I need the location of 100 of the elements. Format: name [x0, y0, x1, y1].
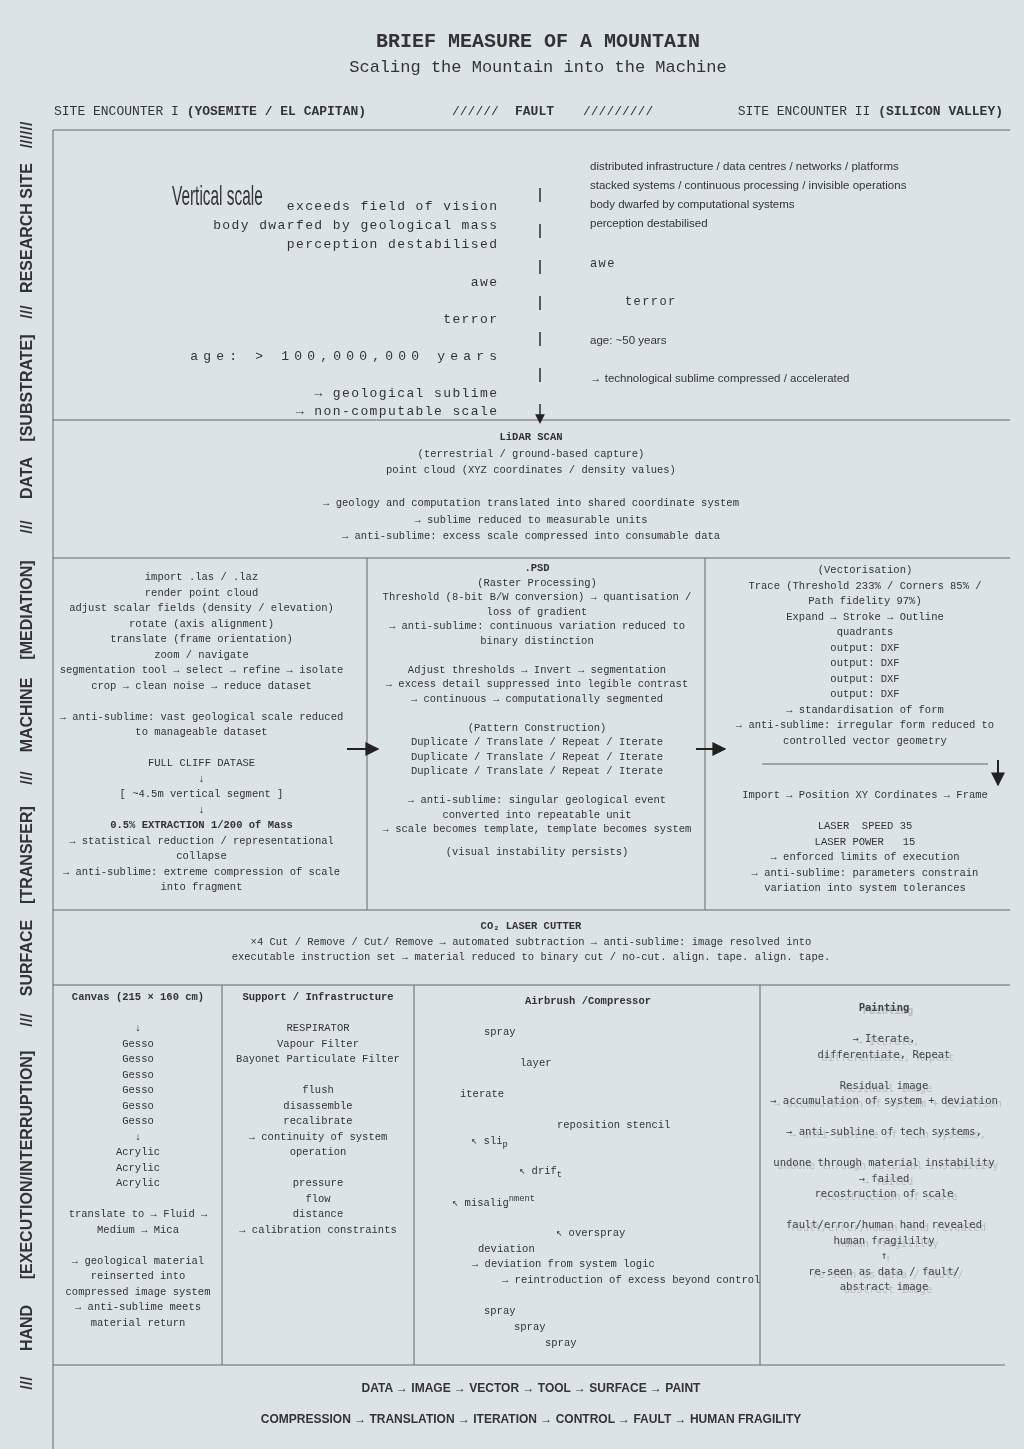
text-line: → technological sublime compressed / accelerated [590, 371, 850, 387]
arrow [346, 742, 380, 756]
section-label: SURFACE [18, 919, 36, 997]
text-line: terror [443, 310, 499, 328]
text-line: disassemble [283, 1098, 353, 1114]
slash-divider: ///////// [583, 104, 654, 120]
text-line: → anti-sublime: parameters constrain variation into system tolerances [750, 865, 980, 896]
text-line: translate (frame orientation) [110, 632, 293, 647]
text-line: perception destabilised [286, 235, 499, 253]
text-line: Residual image [839, 1077, 929, 1093]
text-line: Vertical scale [172, 180, 263, 212]
text-line: zoom / navigate [154, 647, 249, 663]
text-line: Duplicate / Translate / Repeat / Iterate [410, 764, 663, 779]
text-line: → anti-sublime: extreme compression of scale into fragment [61, 864, 342, 895]
section-label: DATA [18, 456, 36, 500]
text-line: (Vectorisation) [817, 563, 913, 578]
text-line: import .las / .laz [144, 570, 259, 585]
text-line: Bayonet Particulate Filter [236, 1052, 400, 1067]
text-line: → failed [858, 1170, 910, 1186]
section-label: MACHINE [18, 677, 36, 753]
heading: 0.5% EXTRACTION 1/200 of Mass [110, 818, 293, 833]
text-line: pressure [292, 1176, 344, 1191]
text-line: translate to → Fluid → Medium → Mica [67, 1207, 209, 1238]
slash-divider: ////// [452, 104, 499, 120]
text-line: → statistical reduction / representational collapse [68, 833, 335, 864]
text-line: Acrylic [115, 1176, 161, 1191]
text-line: → calibration constraints [239, 1222, 397, 1238]
fault-label: FAULT [515, 104, 554, 120]
section-label: HAND [18, 1304, 36, 1352]
section-label: [SUBSTRATE] [18, 334, 36, 442]
arrow [991, 759, 1005, 787]
text-line: distributed infrastructure / data centres / networks / platforms [590, 159, 899, 175]
text-line: perception destabilised [590, 216, 708, 232]
text-line: ↖ sli$_{p}$ [471, 1133, 508, 1152]
text-line: re-seen as data / fault/ abstract image [807, 1263, 961, 1294]
text-line: Import → Position XY Cordinates → Frame [742, 788, 988, 803]
section-label: [EXECUTION/INTERRUPTION] [18, 1050, 36, 1280]
text-line: Gesso [122, 1036, 154, 1052]
section-label: ////// [18, 121, 36, 149]
heading: .PSD [524, 561, 550, 576]
text-line: → anti-sublime: vast geological scale reduced to manageable dataset [58, 709, 345, 740]
text-line: → standardisation of form [786, 702, 944, 718]
subtitle: Scaling the Mountain into the Machine [349, 57, 727, 77]
heading: DATA → IMAGE → VECTOR → TOOL → SURFACE → PAINT [361, 1381, 701, 1397]
fault-arrow [535, 187, 545, 424]
section-label: [TRANSFER] [18, 806, 36, 904]
section-label: /// [18, 771, 36, 785]
text-line: LASER SPEED 35 [817, 819, 913, 834]
text-line: output: DXF [830, 687, 900, 702]
text-line: output: DXF [830, 656, 900, 671]
text-line: → accumulation of system + deviation [770, 1093, 998, 1108]
text-line: Adjust thresholds → Invert → segmentation [407, 662, 667, 677]
title: BRIEF MEASURE OF A MOUNTAIN [374, 30, 702, 53]
text-line: → anti-sublime: excess scale compressed into consumable data [341, 529, 721, 544]
text-line: → enforced limits of execution [770, 850, 960, 865]
text-line: FULL CLIFF DATASE [147, 756, 256, 771]
section-label: [MEDIATION] [18, 560, 36, 660]
text-line: Gesso [122, 1083, 154, 1098]
text-line: → scale becomes template, template becomes system [382, 822, 692, 837]
text-line: → sublime reduced to measurable units [414, 512, 648, 528]
text-line: crop → clean noise → reduce dataset [91, 678, 312, 694]
heading: Painting [858, 1000, 910, 1015]
text-line: [ ~4.5m vertical segment ] [119, 787, 284, 802]
text-line: ↓ [198, 771, 205, 787]
text-line: → anti-sublime: continuous variation reduced to binary distinction [387, 619, 687, 648]
text-line: → anti-subline of tech systems, [786, 1124, 982, 1139]
text-line: Gesso [122, 1067, 154, 1083]
text-line: ↓ [198, 802, 205, 818]
text-line: render point cloud [144, 585, 259, 601]
text-line: (Pattern Construction) [467, 720, 607, 735]
text-line: rotate (axis alignment) [129, 616, 274, 632]
text-line: stacked systems / continuous processing / invisible operations [590, 178, 907, 194]
text-line: Vapour Filter [277, 1036, 359, 1052]
text-line: age: ~50 years [590, 333, 667, 349]
text-line: body dwarfed by geological mass [213, 216, 499, 234]
text-line: Acrylic [115, 1145, 161, 1160]
text-line: (terrestrial / ground-based capture) [417, 446, 645, 462]
text-line: Trace (Threshold 233% / Corners 85% / Path fidelity 97%) [747, 578, 983, 609]
text-line: Duplicate / Translate / Repeat / Iterate [410, 735, 663, 750]
site-heading: SITE ENCOUNTER II (SILICON VALLEY) [737, 104, 1003, 120]
text-line: fault/error/human hand revealed [786, 1217, 982, 1232]
text-line: spray [484, 1303, 516, 1319]
section-label: /// [18, 520, 36, 534]
heading: LiDAR SCAN [499, 430, 563, 445]
text-line: output: DXF [830, 640, 900, 656]
text-line: → geological sublime [314, 384, 499, 402]
text-line: → reintroduction of excess beyond control [502, 1272, 761, 1288]
text-line: flush [302, 1083, 334, 1098]
heading: Canvas (215 × 160 cm) [71, 990, 205, 1005]
section-label: RESEARCH SITE [18, 163, 36, 293]
text-line: undone through material instability [773, 1155, 995, 1170]
text-line: → continuity of system operation [247, 1129, 389, 1160]
text-line: LASER POWER 15 [814, 834, 916, 850]
text-line: reposition stencil [557, 1117, 671, 1133]
text-line: → continuous → computationally segmented [410, 691, 663, 706]
text-line: body dwarfed by computational systems [590, 197, 795, 213]
text-line: spray [545, 1335, 577, 1351]
heading: CO₂ LASER CUTTER [480, 919, 582, 934]
heading: COMPRESSION → TRANSLATION → ITERATION → CONTROL → FAULT → HUMAN FRAGILITY [260, 1412, 802, 1428]
text-line: Acrylic [115, 1160, 161, 1176]
